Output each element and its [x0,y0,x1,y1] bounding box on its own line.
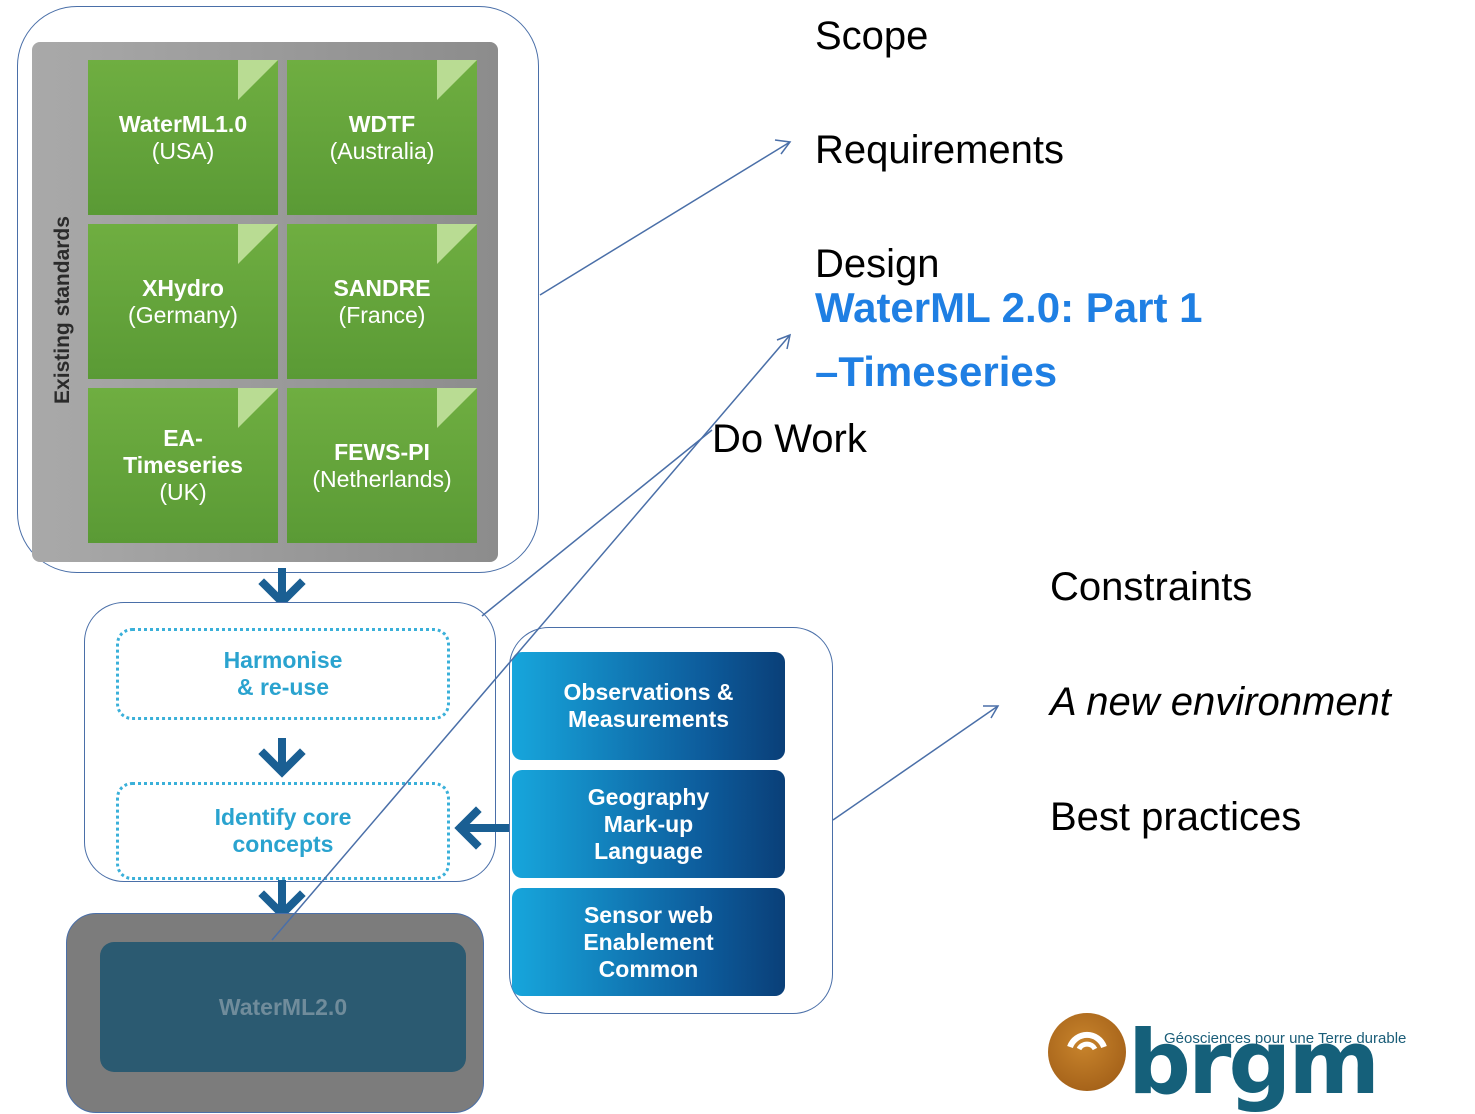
existing-standards-label: Existing standards [51,216,75,404]
observations-measurements-box: Observations & Measurements [512,652,785,760]
constraints-text: Constraints [1050,565,1253,609]
down-arrow-icon [258,738,306,778]
slide-title: WaterML 2.0: Part 1 –Timeseries [815,284,1203,395]
brgm-logo-word: brgm [1128,1011,1380,1114]
brgm-logo-icon [1048,1013,1126,1091]
tile-xhydro: XHydro (Germany) [88,224,278,379]
tile-sandre: SANDRE (France) [287,224,477,379]
gml-box: Geography Mark-up Language [512,770,785,878]
tile-waterml1: WaterML1.0 (USA) [88,60,278,215]
new-environment-text: A new environment [1050,680,1391,724]
connector-line [539,141,791,296]
waterml2-box: WaterML2.0 [100,942,466,1072]
harmonise-box: Harmonise & re-use [116,628,450,720]
brgm-tagline: Géosciences pour une Terre durable [1164,1030,1407,1047]
tile-fews-pi: FEWS-PI (Netherlands) [287,388,477,543]
connector-line [832,705,999,821]
connector-arrowhead [776,333,792,350]
tile-wdtf: WDTF (Australia) [287,60,477,215]
identify-core-concepts-box: Identify core concepts [116,782,450,880]
swe-common-box: Sensor web Enablement Common [512,888,785,996]
design-text: Design [815,242,940,286]
left-arrow-icon [454,806,512,850]
requirements-text: Requirements [815,128,1065,172]
connector-arrowhead [983,705,1000,719]
connector-arrowhead [774,139,792,155]
tile-ea-timeseries: EA- Timeseries (UK) [88,388,278,543]
best-practices-text: Best practices [1050,795,1302,839]
do-work-text: Do Work [712,417,867,461]
scope-text: Scope [815,14,929,58]
